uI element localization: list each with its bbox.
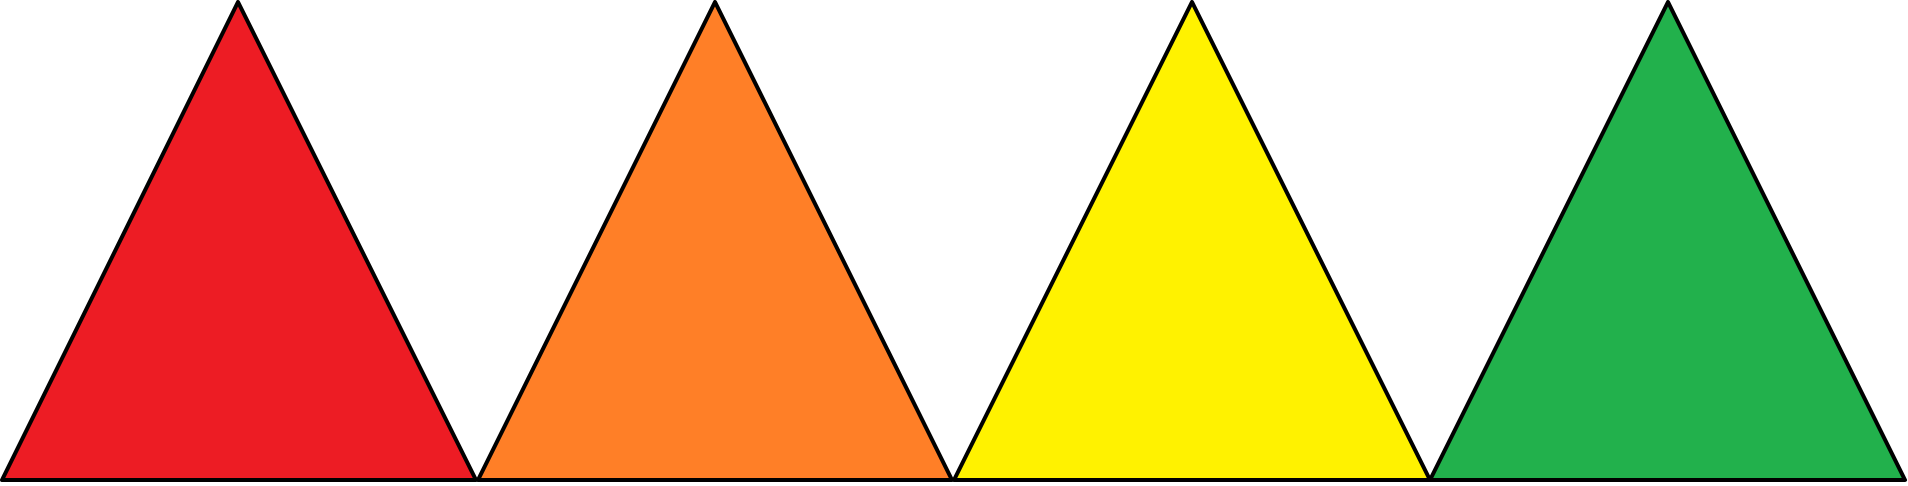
yellow-triangle bbox=[952, 0, 1432, 482]
red-triangle bbox=[0, 0, 478, 482]
orange-triangle bbox=[476, 0, 954, 482]
green-triangle bbox=[1428, 0, 1907, 482]
